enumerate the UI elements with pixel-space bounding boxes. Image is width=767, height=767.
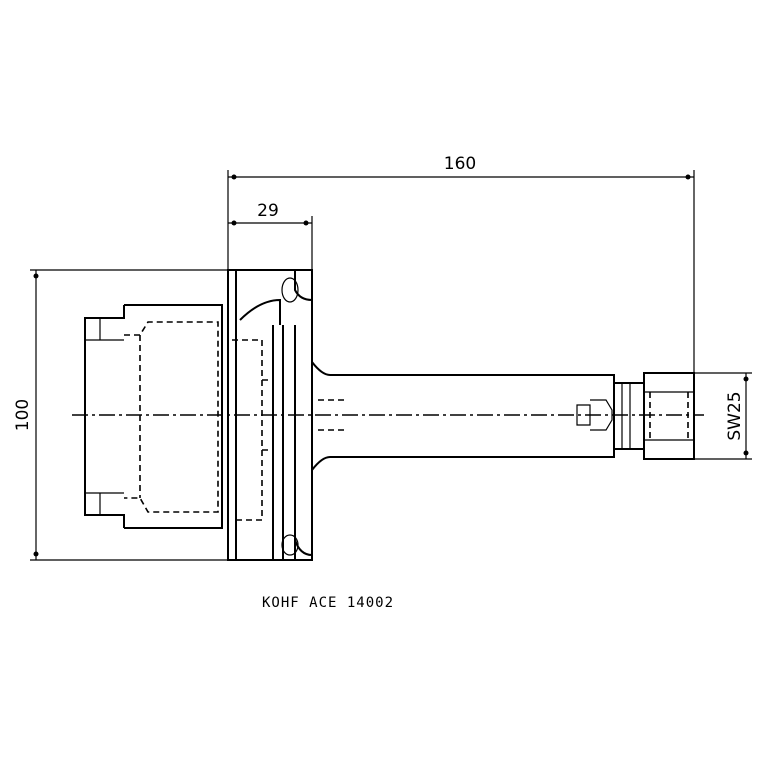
dimension-160-label: 160 [444,154,476,174]
left-body [84,304,223,529]
shank [311,361,615,471]
dimension-sw25-label: SW25 [725,391,745,440]
dimension-100-label: 100 [13,399,33,431]
dimension-29: 29 [228,201,313,270]
collet-nut [613,372,695,460]
dimension-100: 100 [13,269,228,561]
part-number-label: KOHF ACE 14002 [262,595,394,611]
dimension-29-label: 29 [257,201,279,221]
dimension-160: 160 [227,154,695,373]
dimension-sw25: SW25 [694,372,752,460]
